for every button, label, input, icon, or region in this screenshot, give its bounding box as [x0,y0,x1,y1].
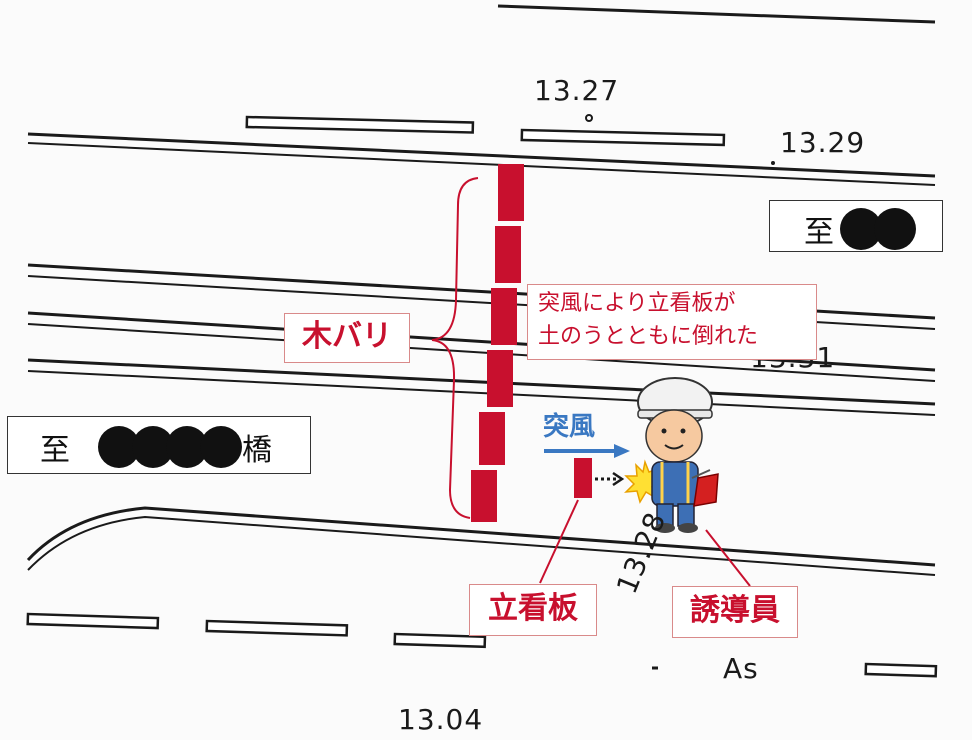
sign-board-label: 立看板 [469,584,597,636]
lane-dash [26,612,160,630]
road-edge-line [27,142,936,186]
wooden-barricade-label: 木バリ [284,313,410,363]
gust-label: 突風 [543,412,596,442]
flag-icon [693,473,719,507]
redaction-mark [874,208,916,250]
incident-note-line-1: 突風により立看板が [538,291,736,316]
incident-note: 突風により立看板が 土のうとともに倒れた [527,284,817,360]
road-line [27,323,936,382]
wooden-barricade [471,164,524,522]
flagger-leader-line [705,529,751,587]
flagger-icon [637,377,719,533]
lane-dash [205,619,349,637]
milepost-1329: 13.29 [780,126,866,159]
milepost-1327: 13.27 [534,74,620,107]
lane-dash [393,632,487,649]
sign-leader-line [539,499,579,584]
barricade-segment [491,288,517,345]
road-edge-line [27,132,936,178]
barricade-segment [498,164,524,221]
road-edge-curve [27,515,936,576]
gust-arrowhead [614,444,630,458]
barricade-segment [471,470,497,522]
barricade-brace [431,177,479,519]
sign-board-fallen [574,458,592,498]
barricade-segment [495,226,521,283]
destination-left-suffix: 橋 [242,433,272,468]
barricade-segment [487,350,513,407]
milepost-1304: 13.04 [398,703,484,736]
lane-dash [864,662,938,678]
destination-left: 至橋 [7,416,311,474]
road-edge-curve [26,506,936,567]
lane-dash [520,128,726,147]
destination-left-prefix: 至 [40,433,70,468]
flagger-label: 誘導員 [672,586,798,638]
top-road-line [497,4,936,24]
destination-right: 至 [769,200,943,252]
milepost-dot [771,161,775,165]
road-line [27,311,936,372]
barricade-segment [479,412,505,465]
destination-right-prefix: 至 [804,215,834,250]
milepost-dot [585,114,593,122]
road-line [27,358,936,406]
incident-note-line-2: 土のうとともに倒れた [538,324,759,349]
fall-direction-arrowhead [612,471,625,487]
pavement-label: As [723,652,759,685]
lane-dash [245,115,475,134]
redaction-mark [200,426,242,468]
road-line [27,370,936,416]
